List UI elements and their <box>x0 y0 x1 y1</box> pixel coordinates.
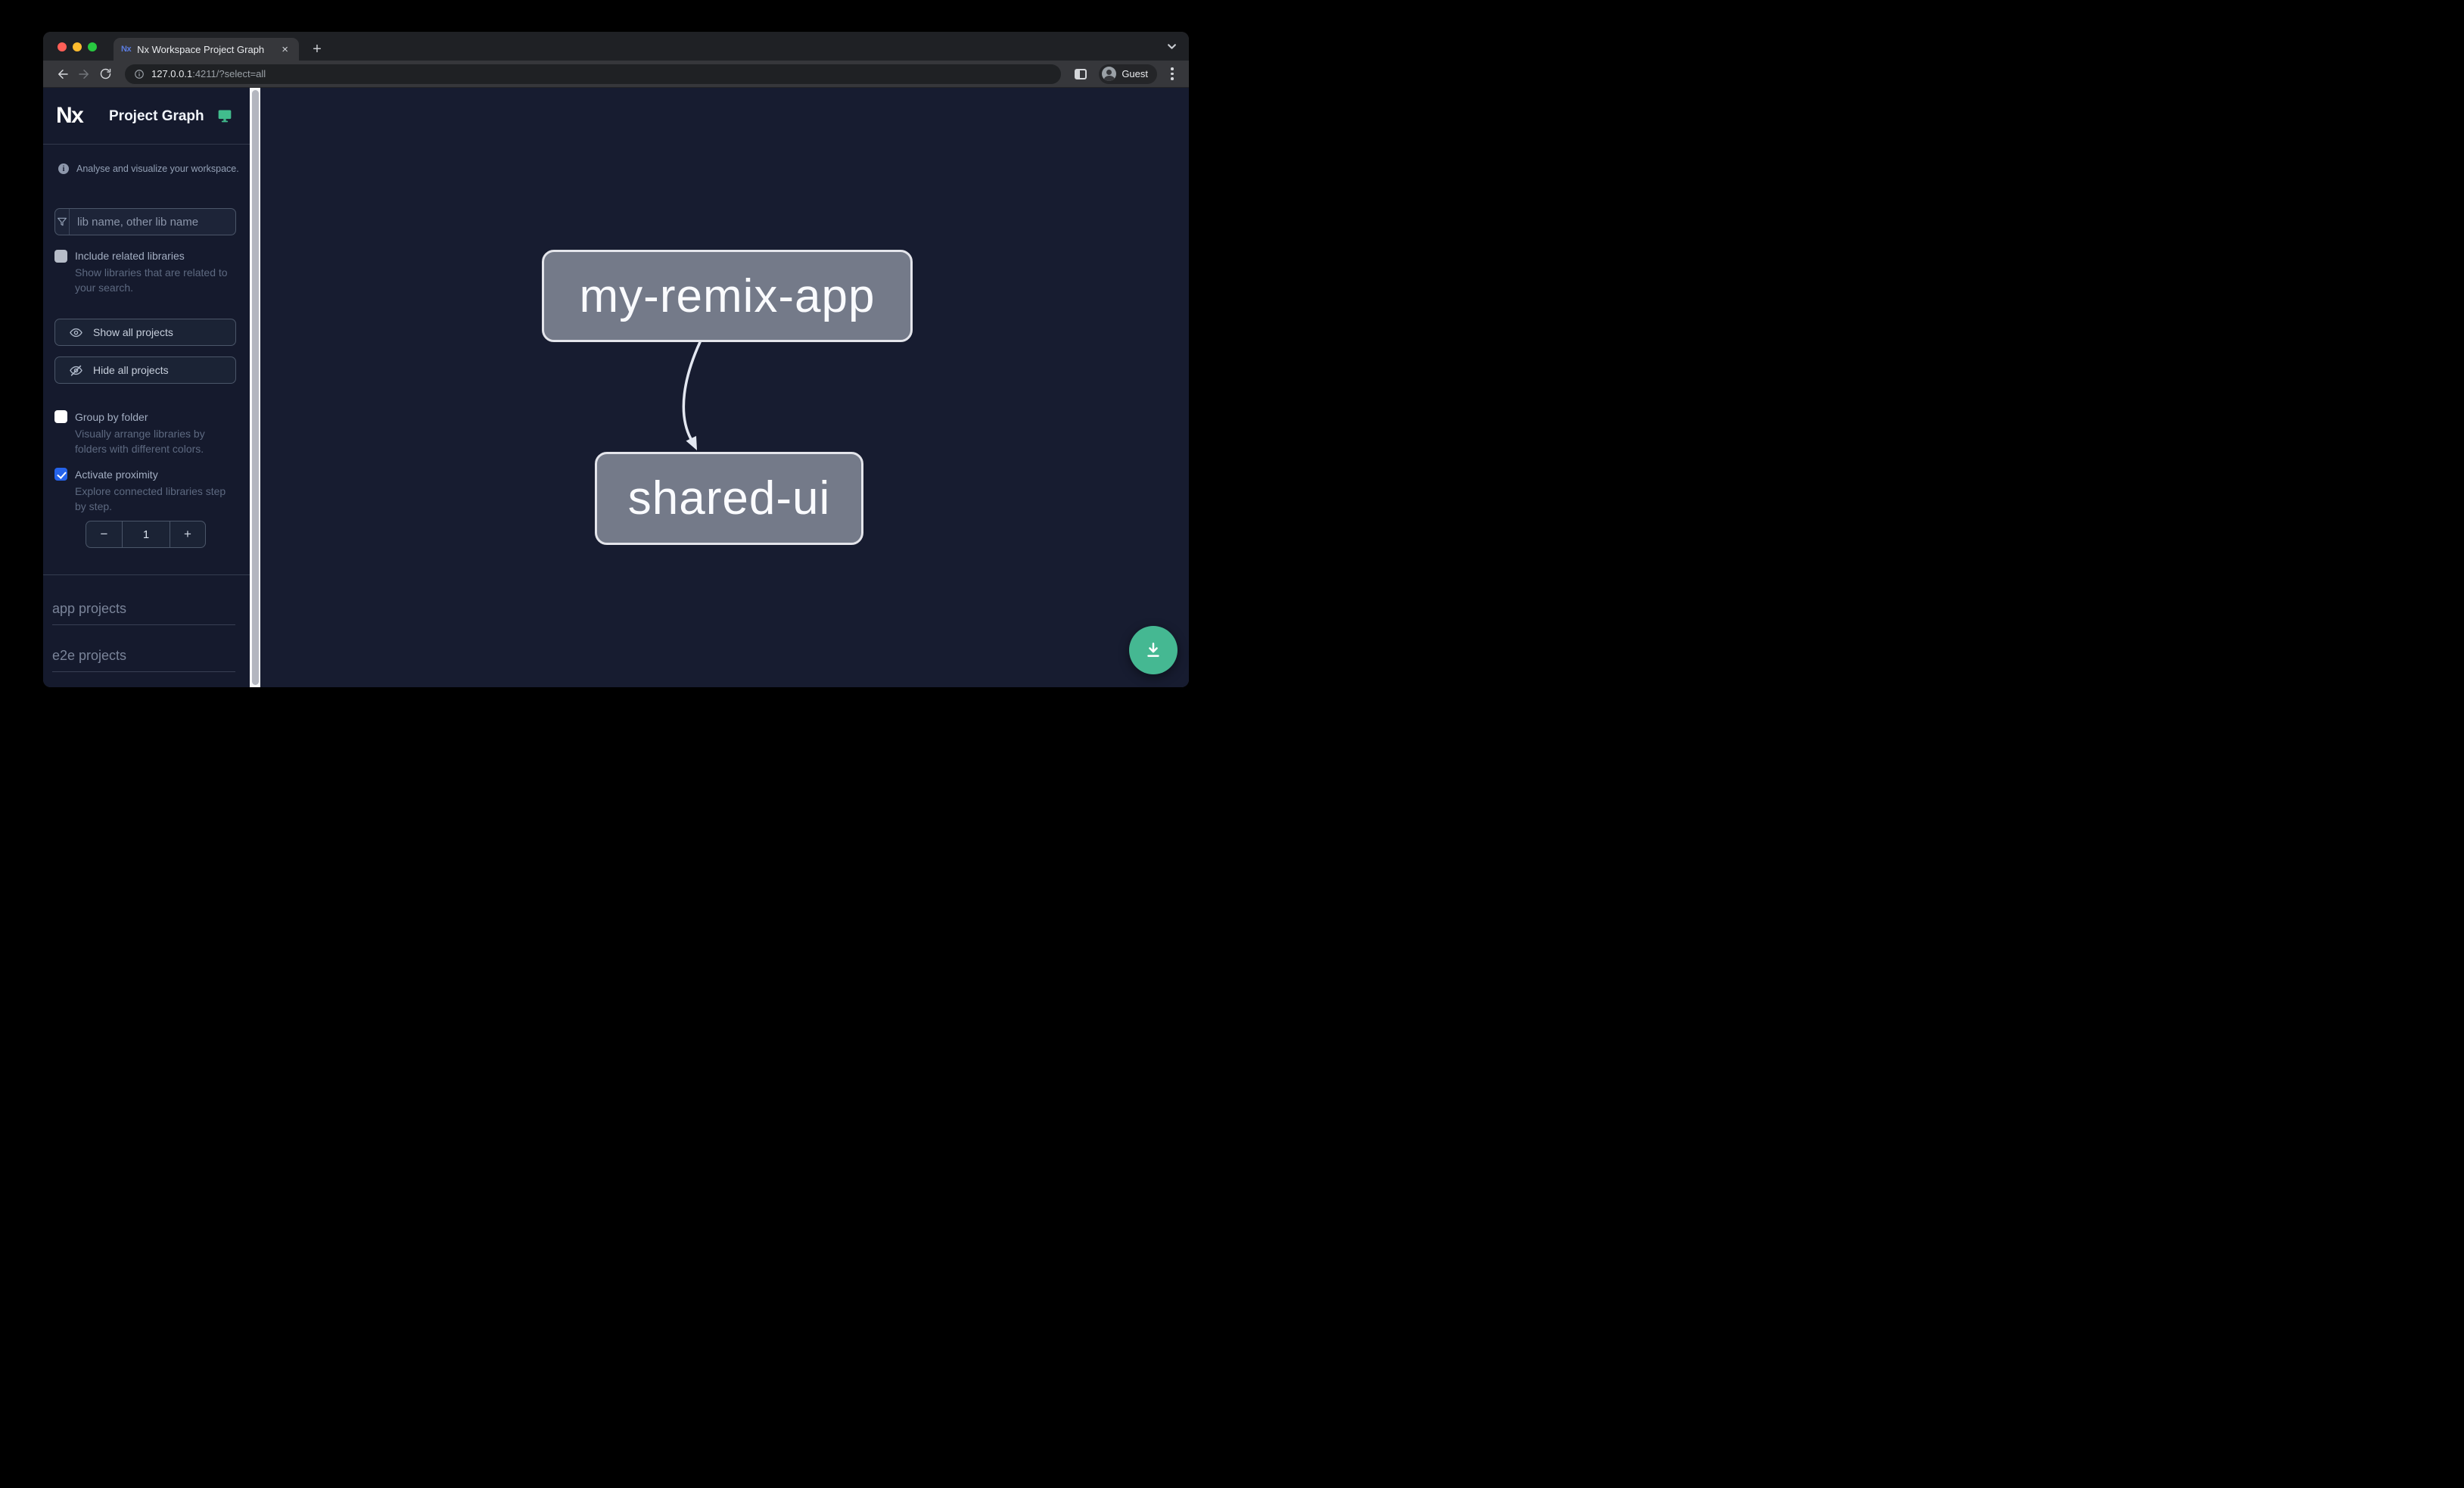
search-input[interactable] <box>70 209 235 235</box>
graph-node-shared-ui[interactable]: shared-ui <box>595 452 863 545</box>
include-related-checkbox[interactable] <box>54 250 67 263</box>
url-host: 127.0.0.1 <box>151 68 193 79</box>
sidebar: Nx Project Graph i Analyse and visualize… <box>43 88 250 687</box>
download-icon <box>1147 643 1159 657</box>
forward-icon[interactable] <box>73 64 95 85</box>
divider <box>52 624 235 625</box>
tab-title: Nx Workspace Project Graph <box>137 43 265 55</box>
browser-window: Nx Nx Workspace Project Graph × + 127.0.… <box>43 32 1189 687</box>
arrowhead-icon <box>686 436 697 450</box>
window-controls <box>58 42 97 51</box>
close-tab-icon[interactable]: × <box>282 42 288 56</box>
e2e-projects-section: e2e projects <box>52 648 235 672</box>
section-header-app-projects: app projects <box>52 601 127 616</box>
browser-menu-icon[interactable] <box>1165 67 1180 80</box>
dependency-edge <box>682 341 702 450</box>
filter-funnel-icon <box>55 209 70 235</box>
hide-all-projects-label: Hide all projects <box>93 364 169 376</box>
eye-off-icon <box>69 363 83 378</box>
show-all-projects-label: Show all projects <box>93 326 173 338</box>
activate-proximity-desc-1: Explore connected libraries step <box>75 485 226 497</box>
section-header-e2e-projects: e2e projects <box>52 648 127 663</box>
sidebar-header: Nx Project Graph <box>43 88 250 145</box>
proximity-value: 1 <box>142 528 150 541</box>
back-icon[interactable] <box>52 64 73 85</box>
activate-proximity-checkbox[interactable] <box>54 468 67 481</box>
close-window-button[interactable] <box>58 42 67 51</box>
include-related-desc-2: your search. <box>75 282 134 294</box>
browser-tab[interactable]: Nx Nx Workspace Project Graph × <box>114 38 299 61</box>
divider <box>43 574 250 575</box>
increment-button[interactable]: + <box>170 521 205 547</box>
scrollbar-thumb[interactable] <box>251 90 259 685</box>
new-tab-button[interactable]: + <box>313 40 322 58</box>
nx-favicon: Nx <box>121 45 132 54</box>
page-content: Nx Project Graph i Analyse and visualize… <box>43 88 1189 687</box>
group-by-folder-desc-1: Visually arrange libraries by <box>75 428 205 440</box>
project-filter <box>54 208 236 235</box>
avatar-icon <box>1102 67 1117 81</box>
include-related-label: Include related libraries <box>75 250 185 262</box>
activate-proximity-label: Activate proximity <box>75 469 158 481</box>
side-panel-icon[interactable] <box>1070 64 1091 85</box>
hide-all-projects-button[interactable]: Hide all projects <box>54 356 236 384</box>
show-all-projects-button[interactable]: Show all projects <box>54 319 236 346</box>
tab-strip: Nx Nx Workspace Project Graph × + <box>43 32 1189 61</box>
app-projects-section: app projects <box>52 601 235 625</box>
graph-canvas[interactable]: my-remix-app shared-ui <box>260 88 1189 687</box>
address-bar[interactable]: 127.0.0.1:4211/?select=all <box>125 64 1062 84</box>
profile-button[interactable]: Guest <box>1099 64 1157 84</box>
tab-search-chevron-icon[interactable] <box>1167 42 1177 55</box>
download-graph-button[interactable] <box>1129 626 1178 674</box>
activate-proximity-desc-2: by step. <box>75 500 113 512</box>
url-path: :4211/?select=all <box>192 68 266 79</box>
minimize-window-button[interactable] <box>73 42 82 51</box>
divider <box>52 671 235 672</box>
group-by-folder-checkbox[interactable] <box>54 410 67 423</box>
zoom-window-button[interactable] <box>88 42 97 51</box>
tagline-text: Analyse and visualize your workspace. <box>76 163 239 174</box>
group-by-folder-label: Group by folder <box>75 411 148 423</box>
info-icon: i <box>58 163 69 174</box>
nx-logo: Nx <box>56 103 84 128</box>
workspace-tagline: i Analyse and visualize your workspace. <box>58 163 239 174</box>
profile-name: Guest <box>1122 68 1148 79</box>
eye-icon <box>69 325 83 340</box>
graph-node-my-remix-app[interactable]: my-remix-app <box>542 250 913 342</box>
node-label: my-remix-app <box>579 269 876 322</box>
sidebar-scrollbar[interactable] <box>250 88 260 687</box>
group-by-folder-desc-2: folders with different colors. <box>75 443 204 455</box>
reload-icon[interactable] <box>95 64 116 85</box>
include-related-desc-1: Show libraries that are related to <box>75 266 228 279</box>
url-text: 127.0.0.1:4211/?select=all <box>151 68 266 79</box>
page-title: Project Graph <box>109 108 204 124</box>
site-info-icon[interactable] <box>134 69 145 79</box>
node-label: shared-ui <box>627 472 831 525</box>
browser-toolbar: 127.0.0.1:4211/?select=all Guest <box>43 61 1189 88</box>
monitor-icon <box>217 108 232 127</box>
proximity-stepper: − 1 + <box>86 521 206 548</box>
decrement-button[interactable]: − <box>86 521 123 547</box>
